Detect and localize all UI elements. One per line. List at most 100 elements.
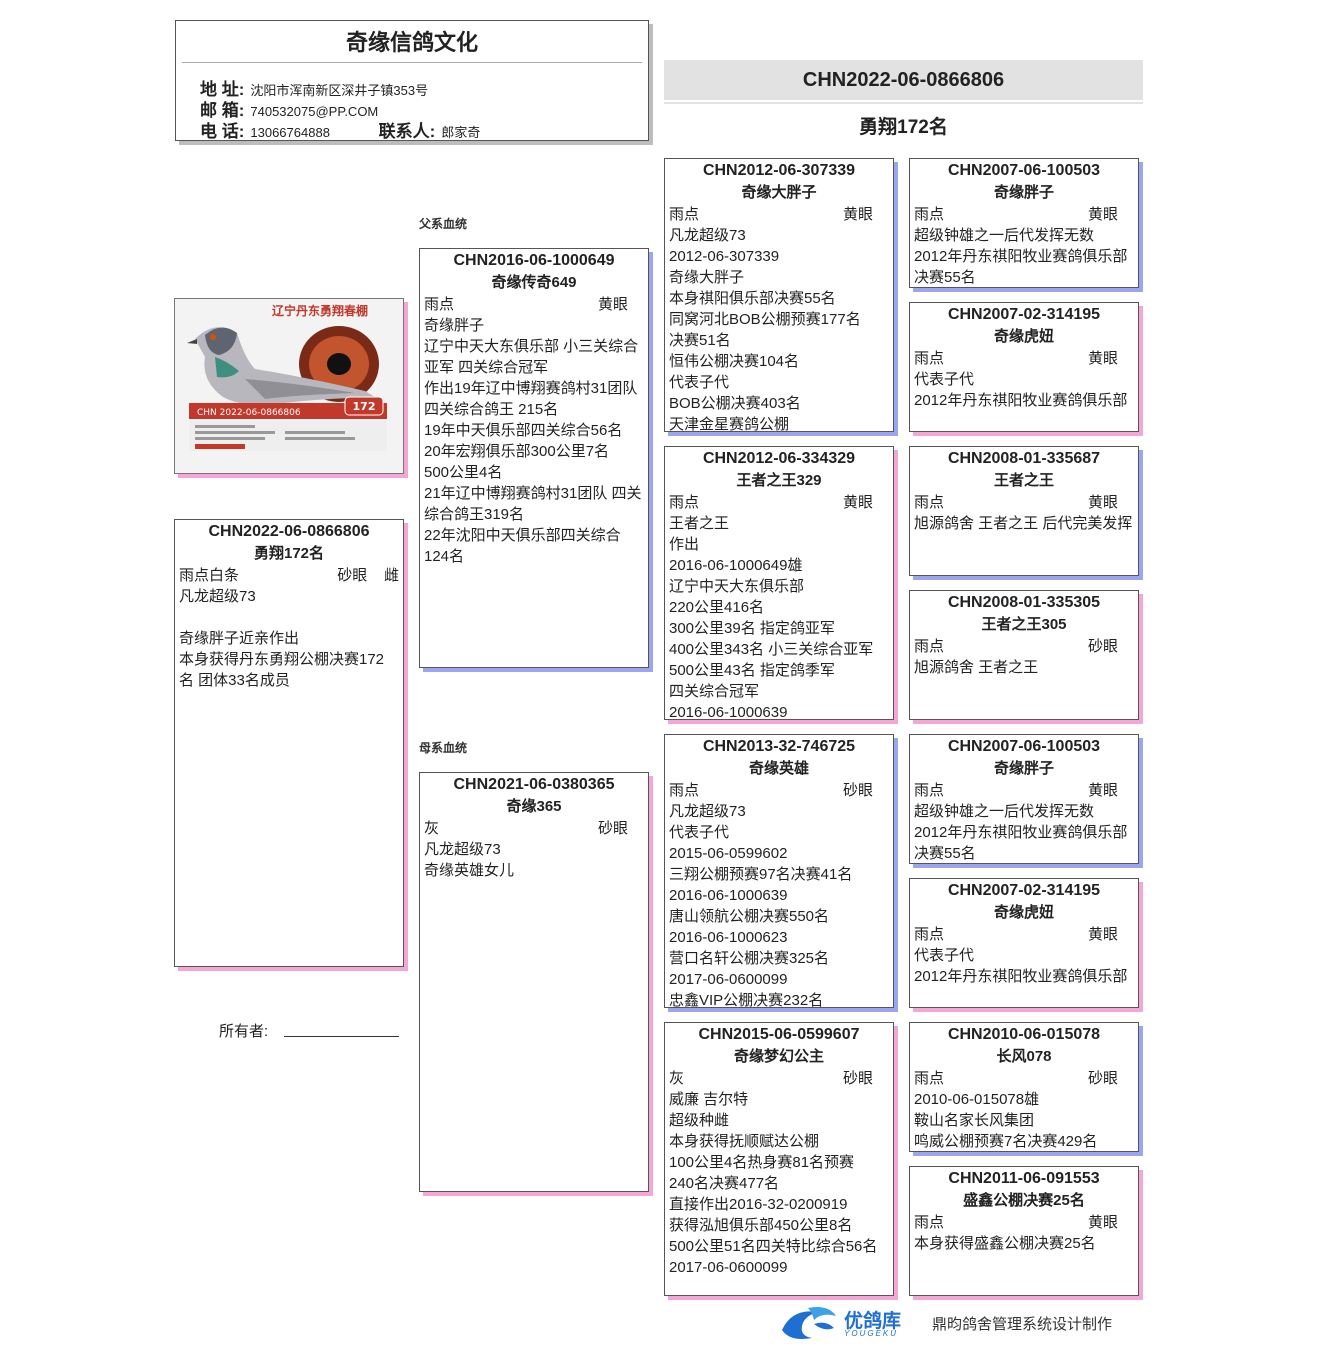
ggp3-traits: 雨点 黄眼: [910, 492, 1138, 513]
gp4-line: 直接作出2016-32-0200919: [669, 1196, 848, 1213]
ggp6-ring: CHN2007-02-314195: [947, 882, 1101, 899]
footer-brand-en: YOUGEKU: [844, 1329, 899, 1338]
ggp4-eye: 砂眼: [1087, 638, 1118, 655]
ggp5-name: 奇缘胖子: [993, 760, 1054, 777]
gp3-line: 2015-06-0599602: [669, 845, 788, 862]
subject-name: 勇翔172名: [859, 117, 948, 138]
subject-ring-bar: CHN2022-06-0866806: [664, 60, 1143, 100]
gp1-line: 凡龙超级73: [669, 227, 746, 244]
sire-line: 20年宏翔俱乐部300公里7名: [424, 443, 610, 460]
footer-credit: 鼎昀鸽舍管理系统设计制作: [932, 1316, 1113, 1333]
great-grandparent-card-8: CHN2011-06-091553 盛鑫公棚决赛25名 雨点黄眼 本身获得盛鑫公…: [909, 1166, 1139, 1296]
gp4-line: 本身获得抚顺赋达公棚: [669, 1133, 820, 1150]
sire-line: 22年沈阳中天俱乐部四关综合124名: [424, 527, 621, 565]
gp3-line: 2017-06-0600099: [669, 971, 788, 988]
address-value: 沈阳市浑南新区深井子镇353号: [250, 83, 429, 98]
gp2-line: 辽宁中天大东俱乐部: [669, 578, 805, 595]
self-line: 凡龙超级73: [179, 588, 256, 605]
gp4-name: 奇缘梦幻公主: [733, 1048, 824, 1065]
gp1-line: 本身祺阳俱乐部决赛55名: [669, 290, 836, 307]
gp2-line: 四关综合冠军: [669, 683, 760, 700]
yougeku-logo-icon: [778, 1302, 840, 1342]
email-label: 邮 箱:: [200, 101, 245, 120]
ggp5-traits: 雨点黄眼: [910, 780, 1138, 801]
gp2-line: 作出: [669, 536, 700, 553]
gp2-line: 220公里416名: [669, 599, 765, 616]
sire-line: 21年辽中博翔赛鸽村31团队 四关综合鸽王319名: [424, 485, 642, 523]
mother-line-label: 母系血统: [419, 741, 468, 755]
sire-line: 19年中天俱乐部四关综合56名: [424, 422, 623, 439]
gp3-line: 忠鑫VIP公棚决赛232名: [669, 992, 824, 1008]
ggp6-eye: 黄眼: [1087, 926, 1118, 943]
ggp4-color: 雨点: [914, 638, 945, 655]
sire-ring: CHN2016-06-1000649: [453, 252, 615, 269]
ggp3-ring: CHN2008-01-335687: [947, 450, 1101, 467]
ggp5-line: 2012年丹东祺阳牧业赛鸽俱乐部决赛55名: [914, 824, 1128, 862]
ggp5-ring: CHN2007-06-100503: [947, 738, 1101, 755]
gp2-line: 2016-06-1000639: [669, 704, 788, 720]
sire-name: 奇缘传奇649: [491, 274, 577, 291]
ggp6-traits: 雨点黄眼: [910, 924, 1138, 945]
gp2-line: 500公里43名 指定鸽季军: [669, 662, 835, 679]
email-value: 740532075@PP.COM: [250, 104, 379, 119]
ggp3-color: 雨点: [914, 494, 945, 511]
gp2-line: 400公里343名 小三关综合亚军: [669, 641, 874, 658]
address-label: 地 址:: [200, 80, 245, 99]
ggp3-name: 王者之王: [993, 472, 1054, 489]
ggp5-line: 超级钟雄之一后代发挥无数: [914, 803, 1095, 820]
gp3-eye: 砂眼: [842, 782, 873, 799]
great-grandparent-card-4: CHN2008-01-335305 王者之王305 雨点砂眼 旭源鸽舍 王者之王: [909, 590, 1139, 720]
owner-signature-line[interactable]: [284, 1036, 399, 1037]
sire-color: 雨点: [424, 296, 455, 313]
self-card: CHN2022-06-0866806 勇翔172名 雨点白条 砂眼 雌 凡龙超级…: [174, 519, 404, 967]
gp1-ring: CHN2012-06-307339: [702, 162, 856, 179]
ggp2-traits: 雨点黄眼: [910, 348, 1138, 369]
self-ring: CHN2022-06-0866806: [208, 523, 370, 540]
ggp8-name: 盛鑫公棚决赛25名: [963, 1192, 1085, 1209]
self-line: 奇缘胖子近亲作出: [179, 630, 300, 647]
gp4-ring: CHN2015-06-0599607: [698, 1026, 860, 1043]
father-line-label: 父系血统: [419, 217, 468, 231]
self-sex: 雌: [383, 567, 399, 584]
ggp1-ring: CHN2007-06-100503: [947, 162, 1101, 179]
ggp3-eye: 黄眼: [1087, 494, 1118, 511]
ggp2-color: 雨点: [914, 350, 945, 367]
gp4-eye: 砂眼: [842, 1070, 873, 1087]
self-name: 勇翔172名: [253, 545, 325, 562]
gp4-line: 500公里51名四关特比综合56名: [669, 1238, 878, 1255]
ggp1-eye: 黄眼: [1087, 206, 1118, 223]
great-grandparent-card-2: CHN2007-02-314195 奇缘虎妞 雨点黄眼 代表子代 2012年丹东…: [909, 302, 1139, 432]
ggp3-line: 旭源鸽舍 王者之王 后代完美发挥: [914, 515, 1133, 532]
ggp6-name: 奇缘虎妞: [993, 904, 1054, 921]
ggp7-ring: CHN2010-06-015078: [947, 1026, 1101, 1043]
pigeon-photo: 辽宁丹东勇翔春棚 CHN 2022-06-0866806 172: [174, 298, 404, 474]
gp4-line: 2017-06-0600099: [669, 1259, 788, 1276]
email-row: 邮 箱: 740532075@PP.COM: [200, 96, 378, 121]
address-row: 地 址: 沈阳市浑南新区深井子镇353号: [200, 75, 428, 100]
grandsire-maternal-card: CHN2013-32-746725 奇缘英雄 雨点砂眼 凡龙超级73 代表子代 …: [664, 734, 894, 1008]
gp3-line: 2016-06-1000623: [669, 929, 788, 946]
ggp1-line: 2012年丹东祺阳牧业赛鸽俱乐部决赛55名: [914, 248, 1128, 286]
dam-name: 奇缘365: [506, 798, 562, 815]
gp4-line: 获得泓旭俱乐部450公里8名: [669, 1217, 853, 1234]
self-line: 本身获得丹东勇翔公棚决赛172名 团体33名成员: [179, 651, 385, 689]
gp2-eye: 黄眼: [842, 494, 873, 511]
ggp1-color: 雨点: [914, 206, 945, 223]
ggp4-line: 旭源鸽舍 王者之王: [914, 659, 1039, 676]
photo-ring: CHN 2022-06-0866806: [197, 408, 301, 418]
gp4-line: 240名决赛477名: [669, 1175, 780, 1192]
gp1-line: 奇缘大胖子: [669, 269, 745, 286]
sire-line: 奇缘胖子: [424, 317, 485, 334]
sire-line: 作出19年辽中博翔赛鸽村31团队 四关综合鸽王 215名: [424, 380, 638, 418]
contact-value: 郎家奇: [441, 125, 481, 140]
ggp7-line: 2010-06-015078雄: [914, 1091, 1040, 1108]
gp4-line: 100公里4名热身赛81名预赛: [669, 1154, 855, 1171]
gp2-name: 王者之王329: [736, 472, 822, 489]
gp1-line: 恒伟公棚决赛104名: [669, 353, 800, 370]
gp4-traits: 灰砂眼: [665, 1068, 893, 1089]
phone-label: 电 话:: [200, 122, 245, 141]
ggp1-line: 超级钟雄之一后代发挥无数: [914, 227, 1095, 244]
footer-brand: 优鸽库: [844, 1311, 902, 1332]
ggp2-ring: CHN2007-02-314195: [947, 306, 1101, 323]
great-grandparent-card-1: CHN2007-06-100503 奇缘胖子 雨点黄眼 超级钟雄之一后代发挥无数…: [909, 158, 1139, 288]
